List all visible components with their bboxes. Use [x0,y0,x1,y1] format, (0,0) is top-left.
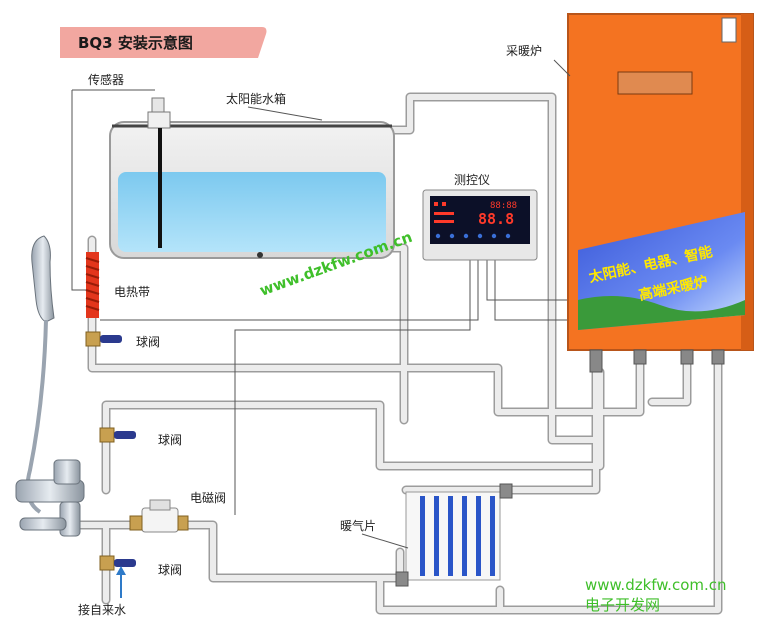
solar-tank-label: 太阳能水箱 [226,91,286,106]
sensor: 传感器 [88,72,171,248]
boiler-label: 采暖炉 [506,44,542,58]
inlet-arrow-icon [116,566,126,575]
display-time: 88:88 [490,201,517,211]
signal-wires [71,89,568,515]
display-temp: 88.8 [478,210,514,228]
ball-valve-1-label: 球阀 [136,335,160,349]
ball-valve-middle: 球阀 [99,427,182,447]
radiator: 暖气片 [340,483,513,587]
bottom-watermark-name: 电子开发网 [585,596,660,614]
tank-water [118,172,386,252]
bottom-watermark-url: www.dzkfw.com.cn [585,576,727,594]
electric-heating-tape: 电热带 [85,252,150,318]
sensor-label: 传感器 [88,72,124,87]
boiler-badge [617,71,693,95]
controller-label: 测控仪 [454,173,490,187]
title-banner: BQ3 安装示意图 [60,27,267,58]
ball-valve-2-label: 球阀 [158,433,182,447]
heating-tape-label: 电热带 [114,285,150,299]
diagram-title: BQ3 安装示意图 [78,34,193,52]
water-inlet: 接自来水 [78,566,126,617]
ball-valve-upper: 球阀 [85,331,160,349]
heating-boiler: 太阳能、电器、智能 高端采暖炉 采暖炉 [506,13,754,373]
solenoid-valve-label: 电磁阀 [190,490,226,505]
controller-unit: 88:88 88.8 测控仪 [422,173,538,261]
solenoid-valve: 电磁阀 [129,490,226,533]
ball-valve-lower: 球阀 [99,555,182,577]
solar-water-tank: 太阳能水箱 [109,91,395,259]
ball-valve-3-label: 球阀 [158,563,182,577]
radiator-label: 暖气片 [340,518,376,533]
water-inlet-label: 接自来水 [78,602,126,617]
shower-faucet [15,235,85,537]
